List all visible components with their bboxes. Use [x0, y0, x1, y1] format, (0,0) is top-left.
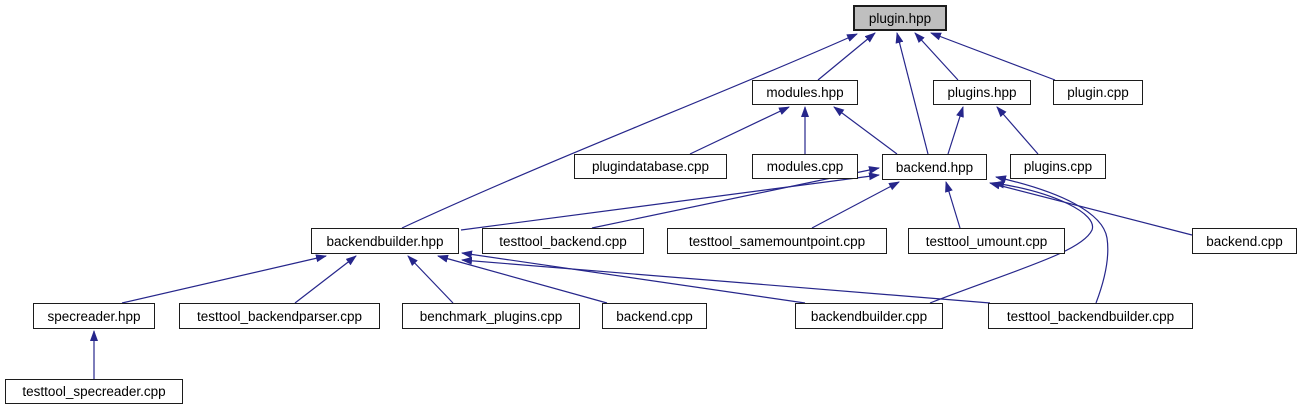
- node-plugin-cpp[interactable]: plugin.cpp: [1053, 80, 1143, 105]
- edge-backendbuilder-hpp-to-plugin-hpp: [401, 33, 858, 229]
- edge-testtool-backendparser-cpp-to-backendbuilder-hpp: [294, 255, 357, 304]
- edge-backend-cpp-1-to-backend-hpp: [989, 181, 1193, 236]
- edge-backend-hpp-to-modules-hpp: [833, 106, 898, 155]
- node-specreader-hpp[interactable]: specreader.hpp: [33, 303, 155, 329]
- edge-testtool-backendbuilder-cpp-to-backend-hpp: [995, 175, 1109, 304]
- edge-backend-cpp-2-to-backendbuilder-hpp: [437, 254, 608, 304]
- edge-backend-hpp-to-plugin-hpp: [895, 32, 929, 155]
- edge-modules-hpp-to-plugin-hpp: [817, 32, 876, 81]
- node-testtool-specreader-cpp[interactable]: testtool_specreader.cpp: [5, 379, 183, 404]
- node-plugindatabase-cpp[interactable]: plugindatabase.cpp: [574, 154, 727, 179]
- edge-benchmark-plugins-cpp-to-backendbuilder-hpp: [407, 255, 454, 304]
- node-testtool-samemountpoint-cpp[interactable]: testtool_samemountpoint.cpp: [667, 228, 887, 254]
- node-backend-cpp-2[interactable]: backend.cpp: [602, 303, 707, 329]
- edge-backend-hpp-to-plugins-hpp: [947, 106, 964, 155]
- node-backendbuilder-hpp[interactable]: backendbuilder.hpp: [311, 228, 459, 254]
- node-testtool-umount-cpp[interactable]: testtool_umount.cpp: [908, 228, 1065, 254]
- node-testtool-backendparser-cpp[interactable]: testtool_backendparser.cpp: [179, 303, 380, 329]
- edge-backendbuilder-cpp-to-backendbuilder-hpp: [461, 250, 806, 304]
- edge-plugin-cpp-to-plugin-hpp: [930, 32, 1056, 81]
- node-testtool-backendbuilder-cpp[interactable]: testtool_backendbuilder.cpp: [988, 303, 1193, 329]
- node-plugin-hpp[interactable]: plugin.hpp: [853, 5, 947, 31]
- node-benchmark-plugins-cpp[interactable]: benchmark_plugins.cpp: [402, 303, 580, 329]
- edge-testtool-backendbuilder-cpp-to-backendbuilder-hpp: [461, 256, 991, 304]
- edge-testtool-umount-cpp-to-backend-hpp: [945, 181, 961, 229]
- node-backendbuilder-cpp[interactable]: backendbuilder.cpp: [795, 303, 943, 329]
- edge-backendbuilder-cpp-to-backend-hpp: [929, 180, 1094, 304]
- node-backend-hpp[interactable]: backend.hpp: [882, 154, 987, 180]
- node-testtool-backend-cpp[interactable]: testtool_backend.cpp: [482, 228, 644, 254]
- node-plugins-cpp[interactable]: plugins.cpp: [1010, 154, 1106, 179]
- node-backend-cpp-1[interactable]: backend.cpp: [1192, 228, 1297, 254]
- node-plugins-hpp[interactable]: plugins.hpp: [933, 80, 1031, 105]
- node-modules-hpp[interactable]: modules.hpp: [752, 80, 858, 105]
- node-modules-cpp[interactable]: modules.cpp: [752, 154, 858, 179]
- edge-plugindatabase-cpp-to-modules-hpp: [689, 106, 790, 155]
- edge-specreader-hpp-to-backendbuilder-hpp: [121, 254, 327, 304]
- edge-plugins-cpp-to-plugins-hpp: [996, 106, 1039, 155]
- edge-plugins-hpp-to-plugin-hpp: [914, 32, 959, 81]
- edge-backendbuilder-hpp-to-backend-hpp: [460, 172, 880, 231]
- edge-testtool-samemountpoint-cpp-to-backend-hpp: [811, 181, 900, 229]
